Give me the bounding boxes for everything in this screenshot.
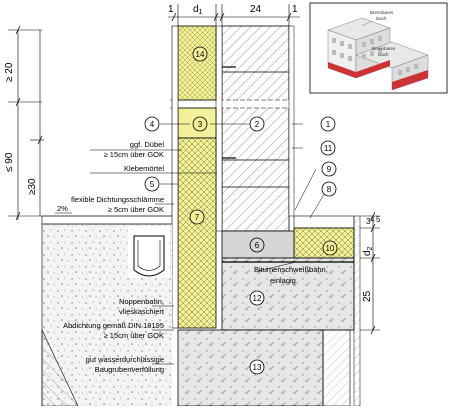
callout-3-text: 3 [198,120,203,129]
callout-11-text: 11 [324,144,333,153]
callout-13: 13 [249,359,265,375]
callout-3: 3 [192,116,208,132]
dim-d1-sub: 1 [199,9,203,16]
label-duebel-1: ggf. Dübel [130,140,165,149]
dim-1-right: 1 [292,4,298,15]
annotation-labels: ggf. Dübel ≥ 15cm über GOK Klebemörtel f… [63,140,328,374]
callout-12-text: 12 [253,294,262,303]
callout-5: 5 [144,176,160,192]
dim-24: 24 [250,4,262,15]
label-abdichtung-1: Abdichtung gemäß DIN 18195 [63,321,164,330]
adhesive-layer [215,25,223,232]
callout-12: 12 [249,290,265,306]
inset-building-illustration: Brennbares Dach Brennbares Dach [309,2,448,94]
callout-4: 4 [144,116,160,132]
label-verfuellung-1: gut wasserdurchlässige [86,355,164,364]
label-abdichtung-2: ≥ 15cm über GOK [104,331,164,340]
inset-label-a-2: Dach [376,16,387,21]
callout-14-text: 14 [196,50,205,59]
facade-insulation [171,25,217,329]
dim-1-left: 1 [168,4,174,15]
label-schlaemme-1: flexible Dichtungsschlämme [71,195,164,204]
callout-9: 9 [321,161,337,177]
label-schlaemme-2: ≥ 5cm über GOK [108,205,164,214]
callout-2-text: 2 [255,120,260,129]
dim-ge30: ≥30 [27,178,38,195]
callout-6-text: 6 [255,241,260,250]
right-dimension-chain: 3 4 5 d2 25 [360,211,381,335]
dim-r-4: 4 [370,215,375,224]
dim-le90: ≤ 90 [4,152,15,172]
floor-construction [221,215,355,331]
callout-5-text: 5 [150,180,155,189]
callout-8-text: 8 [327,185,332,194]
dim-d2-letter: d [362,250,373,256]
callout-10: 10 [322,240,338,256]
foundation-side [322,329,351,407]
soil-right [353,215,361,407]
dim-d1-letter: d [193,4,199,15]
callout-11: 11 [320,140,336,156]
callout-7-text: 7 [195,213,200,222]
drain-pipe [128,226,170,278]
left-dimension-chain: ≥ 20 ≤ 90 ≥30 [4,25,44,221]
dim-r-5: 5 [376,215,381,224]
callout-2: 2 [249,116,265,132]
dim-25: 25 [362,290,373,302]
callout-10-text: 10 [326,244,335,253]
label-noppen-1: Noppenbahn, [119,297,164,306]
callout-13-text: 13 [253,363,262,372]
slope-indicator: 2% [55,204,72,214]
inset-label-b-1: Brennbares [372,46,396,51]
callout-1-text: 1 [326,120,331,129]
label-klebemoertel: Klebemörtel [124,164,164,173]
dim-d1: d1 [193,4,203,16]
label-bitumen-2: einlagig [270,276,296,285]
callout-14: 14 [192,46,208,62]
top-dimension-chain: 1 d1 24 1 [168,4,300,28]
dim-r-3: 3 [366,217,371,226]
label-noppen-2: vlieskaschiert [119,307,165,316]
dim-ge20: ≥ 20 [4,62,15,82]
label-verfuellung-2: Baugrubenverfüllung [95,365,164,374]
dim-d2: d2 [362,246,374,256]
dim-d2-sub: 2 [367,246,374,250]
callout-7: 7 [189,209,205,225]
callout-4-text: 4 [150,120,155,129]
slope-label: 2% [57,204,68,213]
label-bitumen-1: Bitumenschweißbahn, [254,265,328,274]
interior-plaster [288,25,295,217]
callout-1: 1 [320,116,336,132]
label-duebel-2: ≥ 15cm über GOK [104,150,164,159]
inset-label-b-2: Dach [378,52,389,57]
callout-9-text: 9 [327,165,332,174]
callout-8: 8 [321,181,337,197]
callout-6: 6 [249,237,265,253]
inset-label-a-1: Brennbares [370,10,394,15]
